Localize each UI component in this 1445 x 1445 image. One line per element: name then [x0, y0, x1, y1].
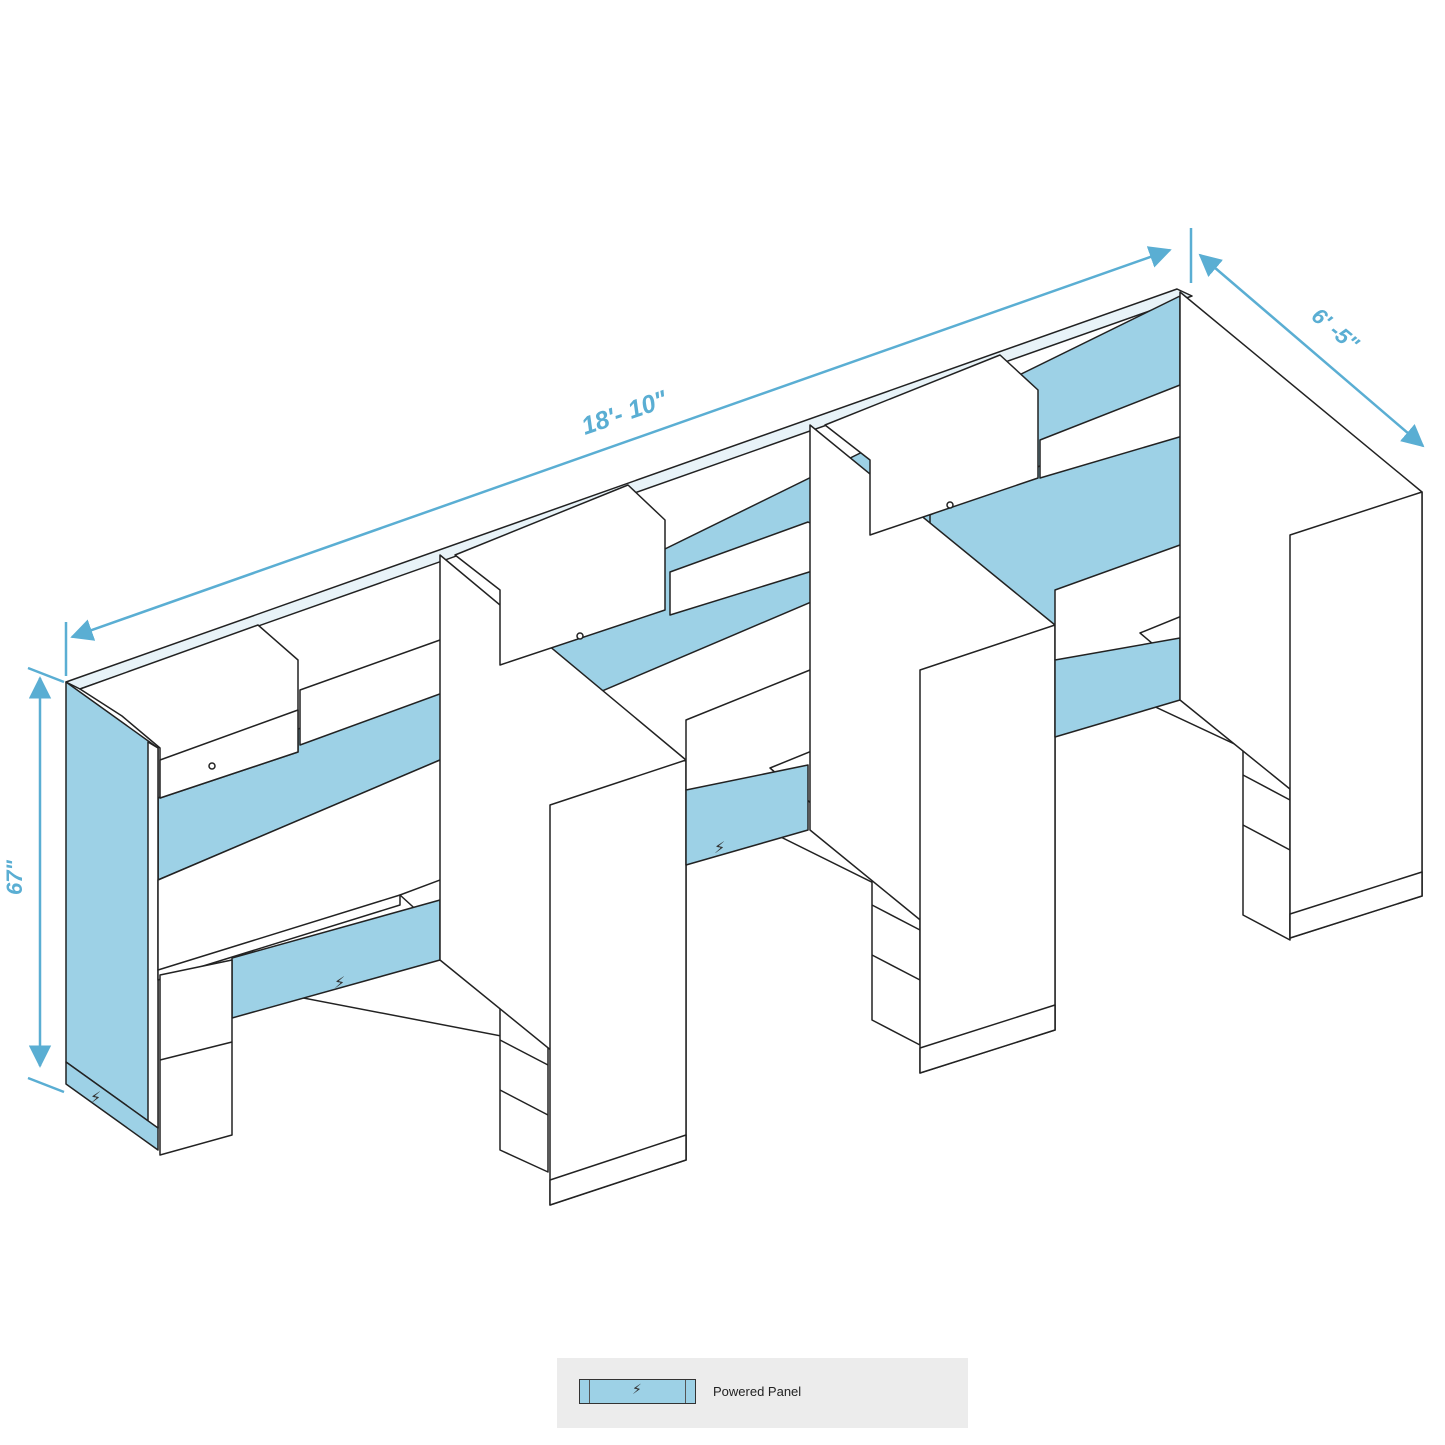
- power-icons: ⚡ ⚡ ⚡: [90, 838, 725, 1107]
- divider-panel-2-base: [919, 1004, 1056, 1074]
- cubicle-1-pedestal-right-drawer-2: [499, 1089, 549, 1116]
- height-extension-top: [27, 666, 65, 684]
- left-end-panel-base: [65, 1061, 159, 1151]
- cubicle-3-pedestal-drawer-1: [1242, 774, 1291, 801]
- dimension-lines: [27, 228, 1425, 1094]
- lightning-bolt-icon: ⚡: [714, 838, 725, 857]
- legend-label: Powered Panel: [713, 1384, 802, 1399]
- height-extension-bottom: [27, 1076, 65, 1094]
- left-end-panel: [65, 681, 159, 1129]
- cubicle-2-modesty-panel: [685, 764, 809, 866]
- cubicle-3-overhead-bin: [824, 354, 1039, 536]
- powered-panel-swatch: ⚡: [579, 1379, 696, 1404]
- cubicle-3-pedestal-drawer-2: [1242, 824, 1291, 851]
- height-label: 67": [2, 860, 27, 895]
- lightning-bolt-icon: ⚡: [90, 1088, 101, 1107]
- cubicle-1-pedestal-right-drawer-1: [499, 1039, 549, 1066]
- divider-panel-2-end: [919, 624, 1056, 1074]
- cubicle-2-pedestal-drawer-1: [871, 904, 921, 931]
- length-label: 18'- 10": [578, 385, 672, 441]
- lightning-bolt-icon: ⚡: [632, 1382, 642, 1398]
- cubicle-3-bin-lock: [946, 501, 954, 509]
- lightning-bolt-icon: ⚡: [334, 973, 345, 992]
- depth-dimension-line: [1198, 253, 1425, 448]
- cubicle-1-desk-front: [157, 894, 401, 981]
- divider-panel-1-end: [549, 759, 687, 1206]
- cubicle-2-overhead-bin: [454, 484, 666, 666]
- cubicle-1-pedestal-left-drawer: [159, 1041, 233, 1061]
- divider-panel-1-base: [549, 1134, 687, 1206]
- cubicle-2-pedestal-drawer-2: [871, 954, 921, 981]
- right-end-panel-end: [1289, 491, 1423, 939]
- right-end-panel-base: [1289, 871, 1423, 939]
- cubicle-1-bin-front: [159, 709, 299, 799]
- cubicle-2-bin-lock: [576, 632, 584, 640]
- cubicle-1-pedestal-left: [159, 959, 233, 1156]
- left-end-panel-edge: [147, 741, 159, 1129]
- depth-label: 6' -5": [1307, 303, 1365, 357]
- legend: ⚡ Powered Panel: [557, 1358, 968, 1428]
- length-dimension-line: [70, 246, 1172, 641]
- cubicle-1-bin-lock: [208, 762, 216, 770]
